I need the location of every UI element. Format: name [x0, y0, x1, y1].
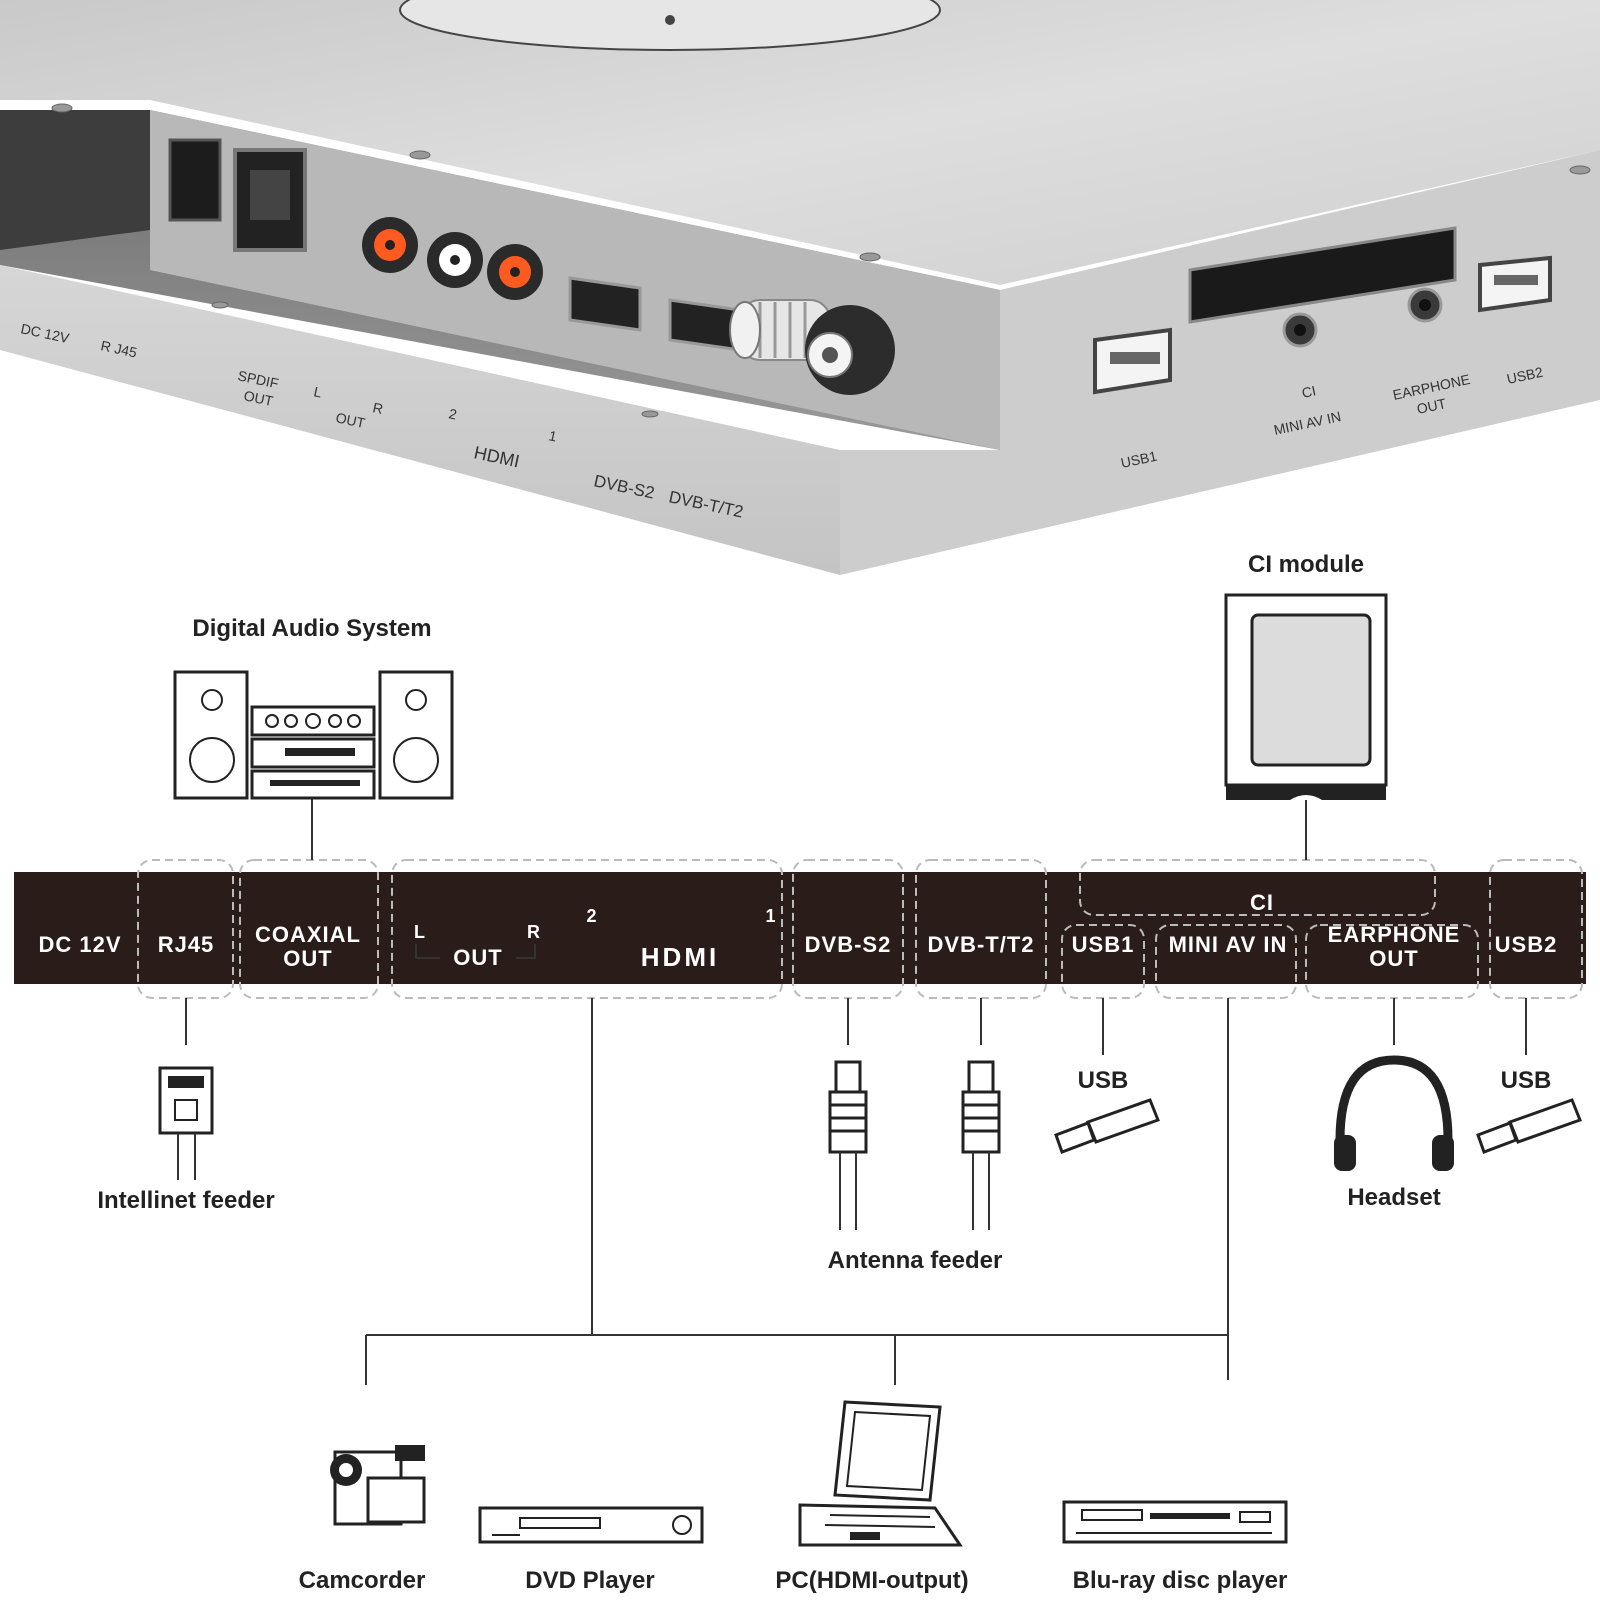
panel-label-dvbt: DVB-T/T2	[928, 932, 1035, 957]
rca-jacks	[362, 217, 543, 300]
photo-label-r: R	[371, 399, 384, 417]
usb-stick-icon-2	[1476, 1098, 1582, 1154]
ci-module-icon	[1224, 593, 1388, 800]
port-groupings	[137, 859, 1583, 999]
panel-label-dvbs2: DVB-S2	[805, 932, 892, 957]
panel-label-hdmi-logo: HDMI	[641, 942, 719, 972]
chassis-photo: DC 12V R J45 SPDIF OUT L OUT R 2 1 HDMI …	[0, 0, 1600, 575]
pc-label: PC(HDMI-output)	[775, 1567, 968, 1594]
side-ports	[1093, 226, 1552, 395]
panel-label-hdmi-1: 1	[765, 906, 776, 926]
panel-label-rj45: RJ45	[158, 932, 215, 957]
camcorder-label: Camcorder	[299, 1567, 426, 1594]
photo-label-rj45: R J45	[99, 337, 138, 360]
headset-label: Headset	[1347, 1184, 1440, 1211]
antenna-connectors	[729, 299, 895, 395]
bluray-label: Blu-ray disc player	[1073, 1567, 1288, 1594]
usb2-label: USB	[1501, 1067, 1552, 1094]
panel-label-usb2: USB2	[1495, 932, 1558, 957]
photo-label-ci: CI	[1300, 382, 1317, 401]
panel-label-earphone: EARPHONE	[1328, 922, 1461, 947]
usb-stick-icon-1	[1054, 1098, 1160, 1154]
panel-label-out: OUT	[453, 945, 502, 970]
antenna-plug-icon-1	[828, 1060, 868, 1230]
rj45-plug-icon	[158, 1066, 214, 1180]
usb1-label: USB	[1078, 1067, 1129, 1094]
panel-label-usb1: USB1	[1072, 932, 1135, 957]
screws	[51, 103, 1591, 418]
laptop-icon	[798, 1400, 963, 1547]
dc-jack	[168, 138, 222, 222]
antenna-label: Antenna feeder	[828, 1247, 1003, 1274]
panel-label-l: L	[414, 922, 426, 942]
panel-label-r: R	[527, 922, 541, 942]
dvd-player-icon	[478, 1506, 704, 1544]
panel-bar	[14, 872, 1586, 984]
connection-wires	[185, 798, 1527, 1385]
recess-left-wall	[0, 110, 150, 250]
intellinet-label: Intellinet feeder	[97, 1187, 274, 1214]
photo-label-out: OUT	[334, 409, 367, 431]
photo-label-usb2: USB2	[1505, 364, 1544, 387]
chassis-top	[0, 0, 1600, 285]
panel-label-dc12v: DC 12V	[38, 932, 121, 957]
audio-system-icon	[173, 670, 454, 800]
dvd-player-label: DVD Player	[525, 1567, 654, 1594]
photo-label-spdif-out: OUT	[242, 387, 275, 409]
audio-system-label: Digital Audio System	[192, 615, 431, 642]
photo-label-hdmi-2: 2	[447, 405, 458, 422]
panel-label-earphone-out: OUT	[1369, 946, 1418, 971]
screw-hole	[665, 15, 675, 25]
photo-label-hdmi-1: 1	[547, 427, 558, 444]
hdmi-ports	[568, 276, 742, 352]
panel-label-coaxial: COAXIAL	[255, 922, 361, 947]
panel-label-ci: CI	[1250, 890, 1274, 915]
bluray-player-icon	[1062, 1500, 1288, 1544]
panel-label-mini-av-in: MINI AV IN	[1169, 932, 1288, 957]
ci-module-label: CI module	[1248, 551, 1364, 578]
camcorder-icon	[330, 1445, 426, 1526]
photo-label-l: L	[312, 383, 323, 400]
front-lip	[0, 265, 840, 575]
photo-label-earphone-out: OUT	[1415, 395, 1448, 417]
photo-label-usb1: USB1	[1119, 448, 1158, 471]
headset-icon	[1334, 1055, 1454, 1171]
panel-label-hdmi-2: 2	[586, 906, 597, 926]
panel-label-coaxial-out: OUT	[283, 946, 332, 971]
antenna-plug-icon-2	[961, 1060, 1001, 1230]
